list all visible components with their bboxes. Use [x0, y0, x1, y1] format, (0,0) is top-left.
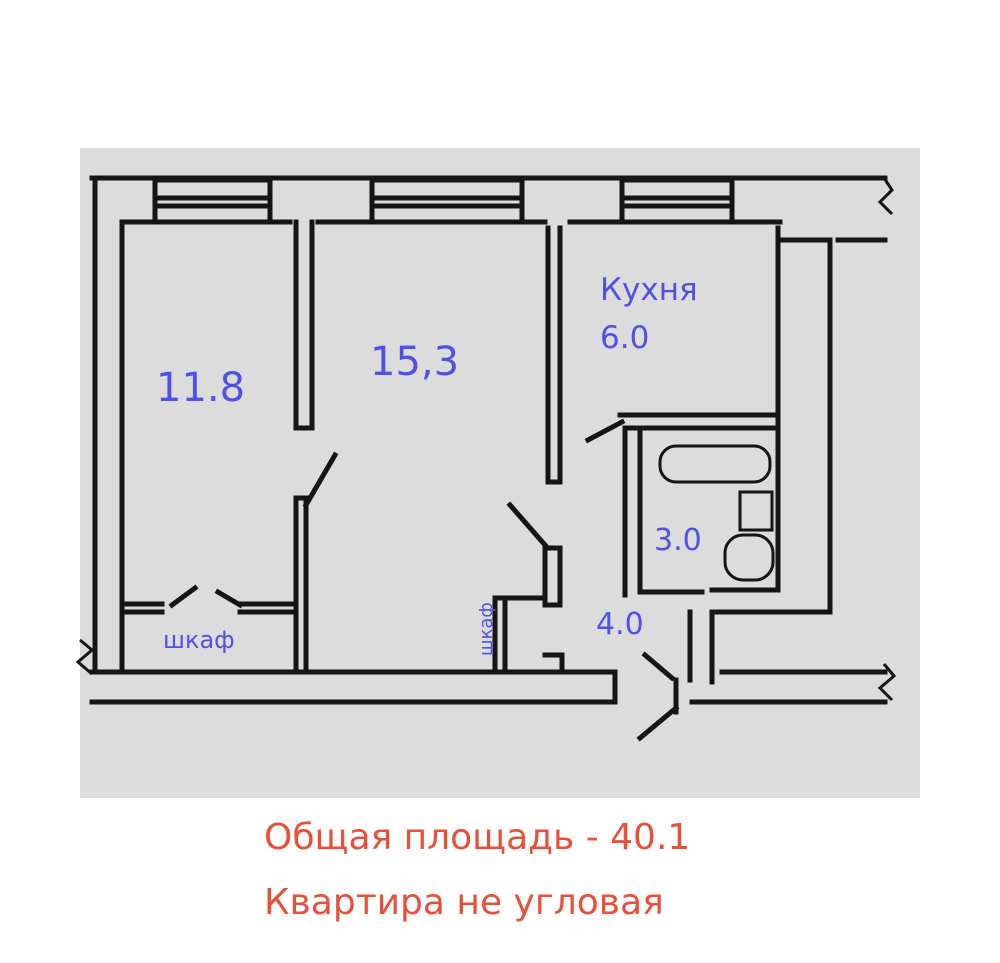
toilet-icon: [723, 533, 775, 582]
bathtub-icon: [658, 444, 772, 484]
right-lower-wall: [687, 609, 833, 685]
door-swing-1-2: [302, 451, 339, 509]
kitchen-area: 6.0: [600, 320, 650, 356]
window-middle: [369, 177, 525, 225]
partition-2-hall-lower: [542, 545, 563, 608]
closet-left-doors: [168, 584, 244, 609]
bathroom-walls: [622, 425, 781, 598]
partition-1-2-upper: [293, 219, 315, 431]
partition-2-kitchen: [545, 225, 563, 485]
break-mark-right-top: [877, 177, 894, 216]
closet-middle-door: [542, 652, 565, 673]
closet-left-label: шкаф: [163, 626, 235, 654]
bathroom-door-swing: [584, 418, 626, 444]
bathroom-area: 3.0: [654, 523, 702, 558]
break-mark-left: [75, 638, 95, 676]
sink-icon: [738, 490, 774, 532]
closet-left-wall: [119, 601, 299, 615]
room-left-area: 11.8: [156, 365, 246, 411]
entrance-door-swing: [636, 704, 680, 742]
door-swing-2-hall: [506, 501, 549, 549]
room-middle-area: 15,3: [370, 339, 460, 385]
hall-door-swing: [641, 651, 676, 682]
window-left: [152, 177, 273, 225]
closet-middle-label: шкаф: [476, 602, 497, 656]
partition-1-2-lower: [293, 495, 309, 673]
hallway-area: 4.0: [596, 607, 644, 642]
corner-status-text: Квартира не угловая: [264, 882, 664, 923]
break-mark-right-bottom: [877, 663, 897, 702]
kitchen-name: Кухня: [600, 272, 698, 308]
total-area-text: Общая площадь - 40.1: [264, 817, 691, 858]
entrance-gap: [612, 669, 679, 715]
closet-middle-wall: [492, 595, 548, 673]
window-kitchen: [619, 177, 735, 225]
